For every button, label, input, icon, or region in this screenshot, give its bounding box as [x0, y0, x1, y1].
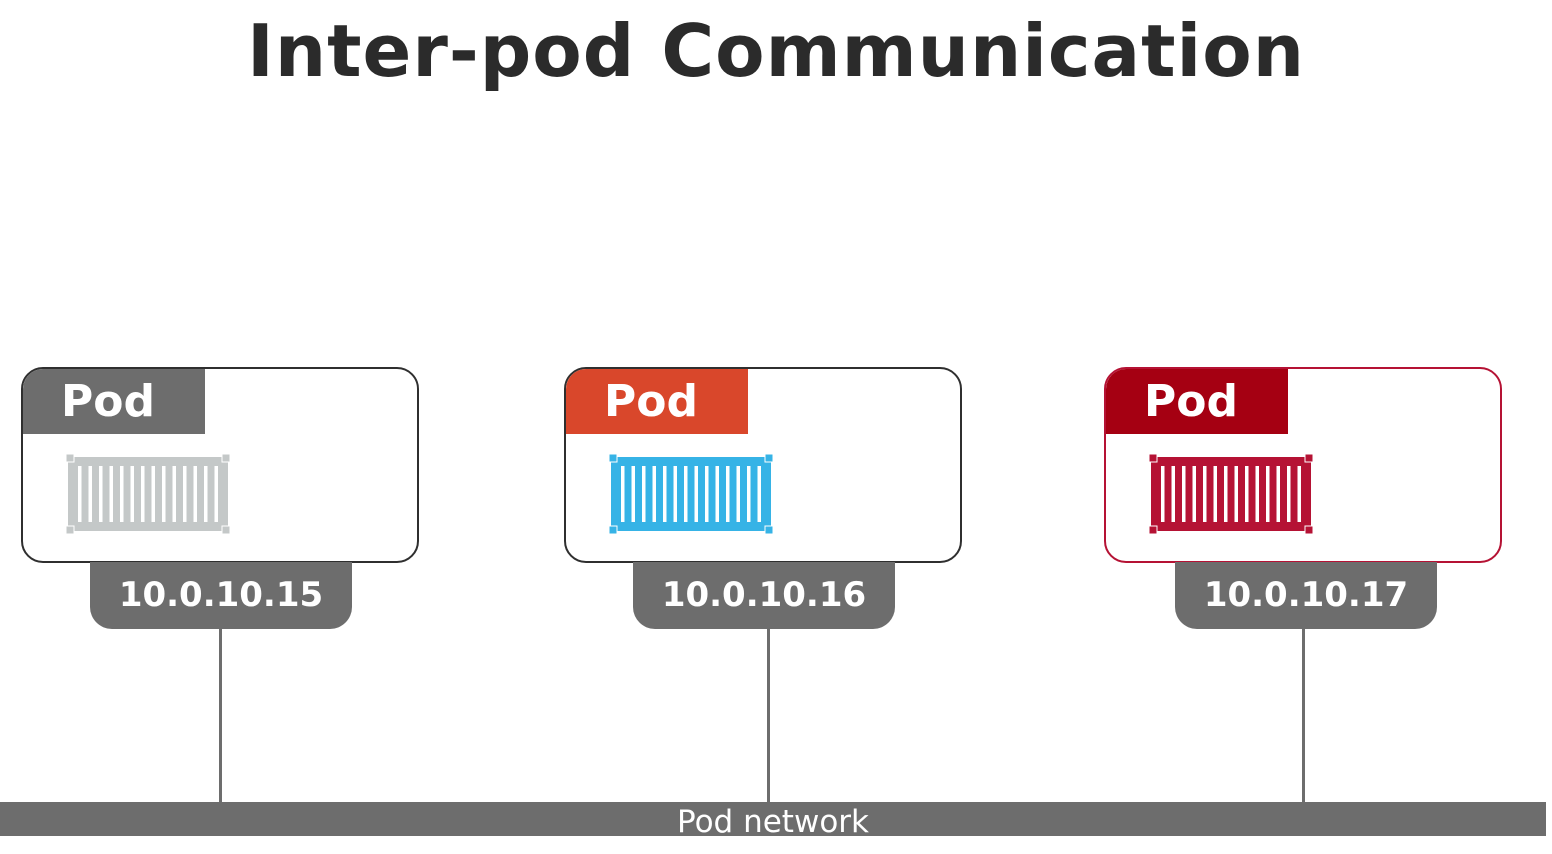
network-link-3 [1302, 629, 1305, 803]
pod-network-bar: Pod network [0, 802, 1546, 836]
network-link-1 [219, 629, 222, 803]
network-link-2 [767, 629, 770, 803]
pod-card-2[interactable]: Pod [564, 367, 962, 563]
ip-badge-3: 10.0.10.17 [1175, 562, 1437, 629]
pod-card-1[interactable]: Pod [21, 367, 419, 563]
pod-card-3[interactable]: Pod [1104, 367, 1502, 563]
container-icon [1149, 454, 1313, 534]
diagram-title: Inter-pod Communication [247, 9, 1305, 93]
container-icon [609, 454, 773, 534]
pod-label-2: Pod [566, 369, 748, 434]
container-icon [66, 454, 230, 534]
ip-badge-2: 10.0.10.16 [633, 562, 895, 629]
pod-label-1: Pod [23, 369, 205, 434]
pod-label-3: Pod [1106, 369, 1288, 434]
ip-badge-1: 10.0.10.15 [90, 562, 352, 629]
